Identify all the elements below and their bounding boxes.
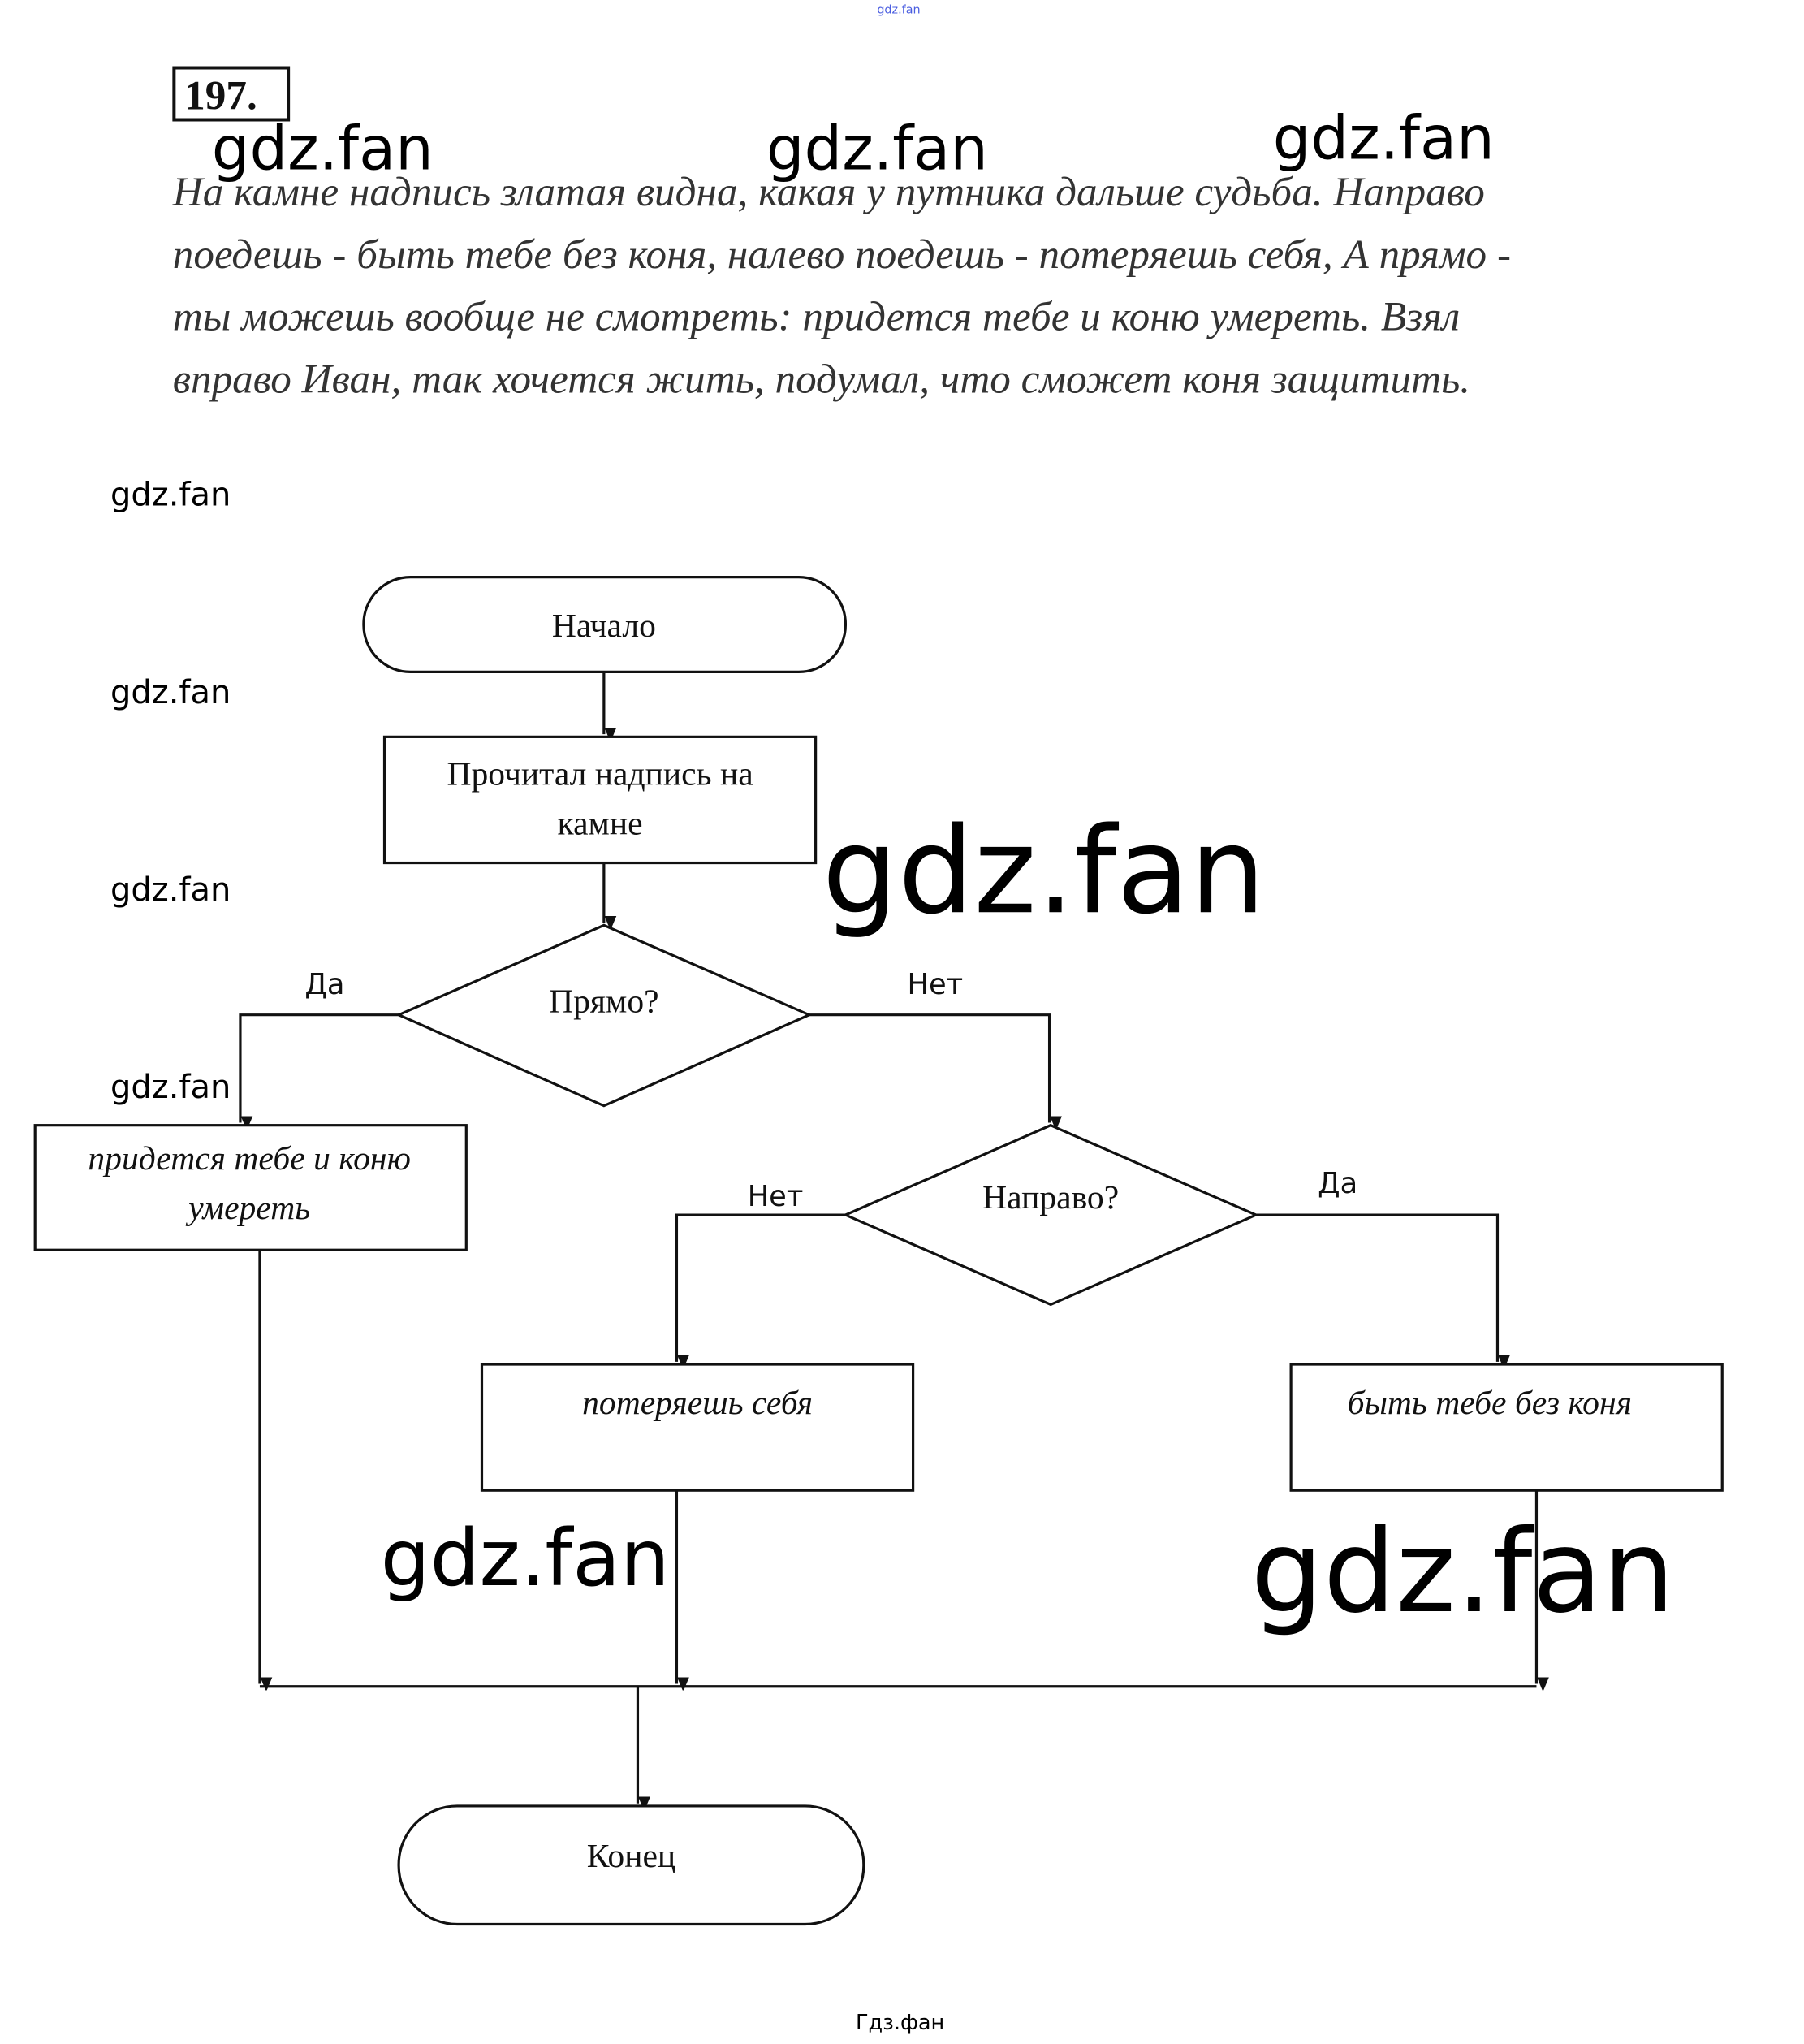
decision-right — [842, 1123, 1259, 1307]
outcome-straight — [33, 1124, 468, 1251]
branch-yes-label: Да — [304, 968, 344, 1001]
branch-yes-label: Да — [1318, 1167, 1357, 1200]
task-number-box: 197. — [172, 66, 291, 122]
end-terminator — [397, 1804, 865, 1926]
watermark: gdz.fan — [110, 674, 231, 711]
watermark: gdz.fan — [110, 477, 231, 514]
watermark: gdz.fan — [381, 1513, 670, 1604]
task-number: 197. — [184, 73, 257, 119]
end-label: Конец — [587, 1837, 675, 1874]
decision-label: Прямо? — [549, 983, 659, 1020]
branch-no-label: Нет — [748, 1180, 804, 1213]
decision-label: Направо? — [982, 1178, 1119, 1216]
paragraph-line: На камне надпись златая видна, какая у п… — [172, 169, 1485, 215]
outcome-label: придется тебе и коню — [88, 1139, 411, 1177]
paragraph-line: ты можешь вообще не смотреть: придется т… — [173, 294, 1460, 340]
arrow-no-straight — [809, 1013, 1050, 1123]
top-watermark: gdz.fan — [877, 3, 920, 16]
outcome-label: потеряешь себя — [582, 1384, 813, 1421]
branch-no-label: Нет — [907, 968, 963, 1001]
arrow-yes-right — [1255, 1213, 1498, 1362]
outcome-right — [1289, 1363, 1724, 1492]
watermark: gdz.fan — [822, 801, 1266, 940]
watermarks: gdz.fan gdz.fan gdz.fan gdz.fan gdz.fan … — [110, 104, 1675, 2035]
paragraph-line: вправо Иван, так хочется жить, подумал, … — [173, 356, 1470, 402]
start-terminator — [362, 575, 848, 673]
arrow-yes-straight — [239, 1013, 399, 1123]
process-label: Прочитал надпись на — [447, 755, 753, 793]
arrow-no-right — [675, 1213, 846, 1362]
paragraph: На камне надпись златая видна, какая у п… — [172, 169, 1511, 402]
watermark: gdz.fan — [1251, 1506, 1675, 1639]
watermark: gdz.fan — [1273, 104, 1495, 173]
decision-straight — [395, 923, 813, 1108]
paragraph-line: поедешь - быть тебе без коня, налево пое… — [173, 231, 1511, 278]
watermark: gdz.fan — [212, 115, 434, 184]
outcome-label: умереть — [185, 1189, 310, 1226]
outcome-label: быть тебе без коня — [1348, 1384, 1632, 1421]
outcome-left — [480, 1363, 915, 1492]
watermark: gdz.fan — [110, 1069, 231, 1106]
flowchart: Начало Прочитал надпись на камне Прямо? … — [33, 575, 1724, 1926]
footer-watermark: Гдз.фан — [856, 2011, 944, 2035]
process-label: камне — [558, 804, 643, 841]
process-read-inscription — [382, 735, 818, 865]
watermark: gdz.fan — [110, 871, 231, 909]
watermark: gdz.fan — [766, 115, 988, 184]
start-label: Начало — [552, 607, 656, 644]
